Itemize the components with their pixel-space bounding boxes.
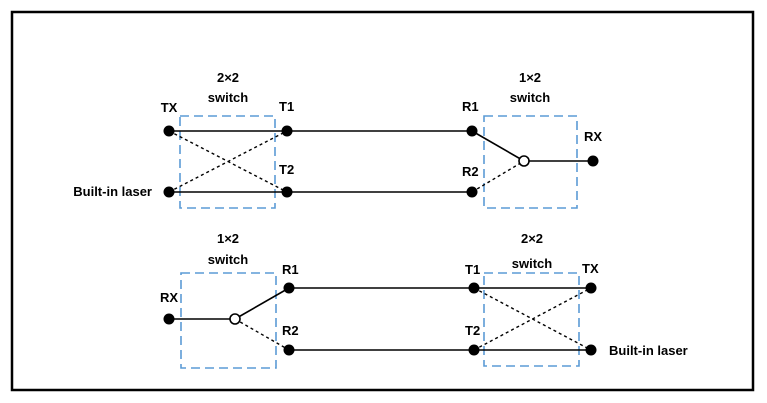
diagram-frame [10, 10, 755, 392]
top-1x2-pivot [518, 155, 530, 167]
top-1x2-idle-path [471, 160, 525, 193]
top-2x2-cross-b [168, 130, 288, 193]
bottom-tx-label: TX [582, 261, 599, 276]
top-switch-2x2-box [179, 115, 276, 209]
top-rx-port [587, 155, 599, 167]
top-switch-1x2-size: 1×2 [519, 70, 541, 85]
bottom-t1-port [468, 282, 480, 294]
top-builtin-port [163, 186, 175, 198]
top-builtin-label: Built-in laser [73, 184, 152, 199]
top-switch-1x2-word: switch [510, 90, 551, 105]
top-r2-label: R2 [462, 164, 479, 179]
bottom-switch-1x2-box [180, 272, 277, 369]
bottom-1x2-idle-path [234, 318, 290, 351]
bottom-2x2-cross-b [473, 287, 592, 351]
bottom-r2-label: R2 [282, 323, 299, 338]
top-tx-port [163, 125, 175, 137]
bottom-switch-2x2-size: 2×2 [521, 231, 543, 246]
top-switch-2x2-word: switch [208, 90, 249, 105]
bottom-1x2-pivot [229, 313, 241, 325]
top-t2-label: T2 [279, 162, 294, 177]
top-path: 2×2 switch TX Built-in laser T1 T2 1×2 s… [73, 70, 602, 209]
bottom-path: 1×2 switch RX R1 R2 2×2 switch T1 T2 TX … [160, 231, 688, 369]
bottom-switch-2x2-box [483, 272, 580, 367]
top-switch-1x2-box [483, 115, 578, 209]
bottom-t2-port [468, 344, 480, 356]
bottom-tx-port [585, 282, 597, 294]
bottom-t1-label: T1 [465, 262, 480, 277]
bottom-r1-label: R1 [282, 262, 299, 277]
top-tx-label: TX [161, 100, 178, 115]
bottom-switch-2x2-word: switch [512, 256, 553, 271]
bottom-switch-1x2-size: 1×2 [217, 231, 239, 246]
top-1x2-active-path [471, 130, 525, 162]
bottom-builtin-port [585, 344, 597, 356]
top-rx-label: RX [584, 129, 602, 144]
bottom-builtin-label: Built-in laser [609, 343, 688, 358]
bottom-1x2-active-path [234, 287, 290, 320]
bottom-t2-label: T2 [465, 323, 480, 338]
top-r1-label: R1 [462, 99, 479, 114]
bottom-rx-label: RX [160, 290, 178, 305]
bottom-switch-1x2-word: switch [208, 252, 249, 267]
top-t1-label: T1 [279, 99, 294, 114]
top-switch-2x2-size: 2×2 [217, 70, 239, 85]
